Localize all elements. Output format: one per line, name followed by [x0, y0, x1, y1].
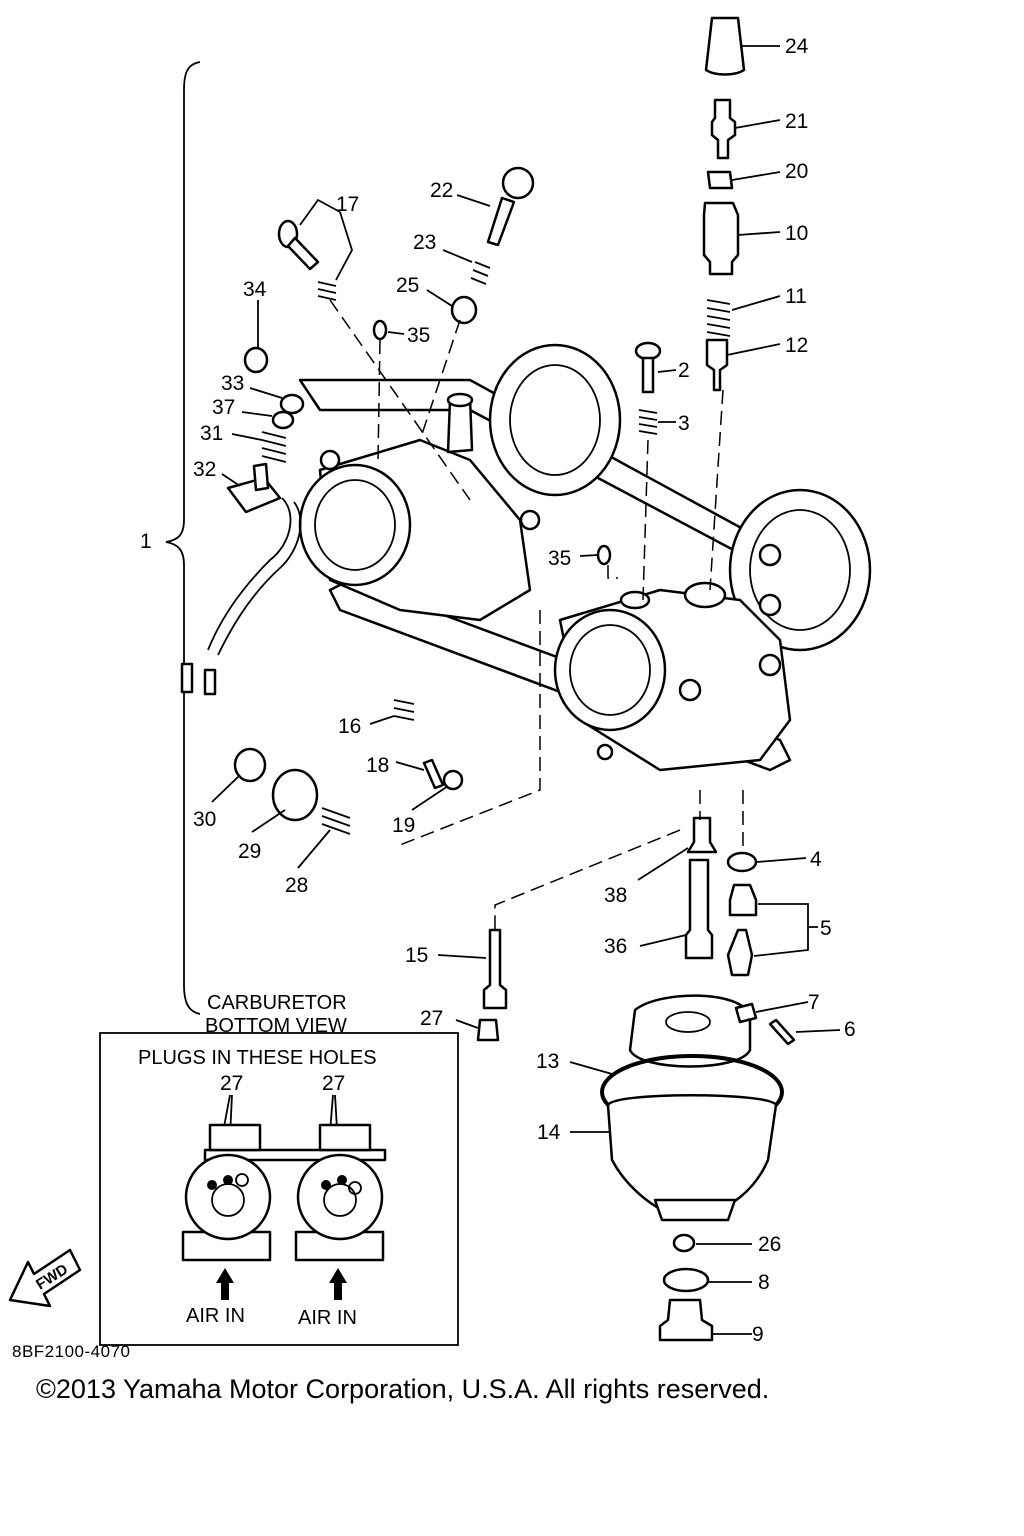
callout-2: 2	[678, 359, 690, 382]
parts	[180, 16, 796, 1342]
callout-29: 29	[238, 840, 261, 863]
callout-5: 5	[820, 917, 832, 940]
callout-12: 12	[785, 334, 808, 357]
copyright-notice: ©2013 Yamaha Motor Corporation, U.S.A. A…	[36, 1374, 770, 1404]
callout-33: 33	[221, 372, 244, 395]
bottom-view-inset: CARBURETOR BOTTOM VIEW PLUGS IN THESE HO…	[99, 992, 459, 1346]
callout-14: 14	[537, 1121, 561, 1144]
callout-1: 1	[140, 530, 152, 553]
callout-6: 6	[844, 1018, 856, 1041]
callout-19: 19	[392, 814, 415, 837]
air-in-arrow-left	[216, 1268, 234, 1300]
callout-21: 21	[785, 110, 808, 133]
callout-35-top: 35	[407, 324, 430, 347]
fwd-arrow-icon: FWD	[8, 1248, 82, 1308]
air-in-right: AIR IN	[298, 1307, 357, 1329]
callout-11: 11	[785, 285, 807, 308]
callout-9: 9	[752, 1323, 764, 1346]
bottom-view-title-2: BOTTOM VIEW	[205, 1015, 347, 1037]
callout-31: 31	[200, 422, 223, 445]
plug-ref-left: 27	[220, 1072, 243, 1095]
callout-36: 36	[604, 935, 627, 958]
callout-27: 27	[420, 1007, 443, 1030]
callout-18: 18	[366, 754, 389, 777]
callout-13: 13	[536, 1050, 559, 1073]
callout-34: 34	[243, 278, 267, 301]
callout-8: 8	[758, 1271, 770, 1294]
air-in-left: AIR IN	[186, 1305, 245, 1327]
callout-30: 30	[193, 808, 216, 831]
callout-32: 32	[193, 458, 216, 481]
callout-17: 17	[336, 193, 359, 216]
callout-28: 28	[285, 874, 308, 897]
callout-37: 37	[212, 396, 235, 419]
air-in-arrow-right	[329, 1268, 347, 1300]
document-code: 8BF2100-4070	[12, 1342, 131, 1361]
callout-22: 22	[430, 179, 453, 202]
assembly-brace	[165, 61, 201, 1015]
callout-7: 7	[808, 991, 820, 1014]
callout-23: 23	[413, 231, 436, 254]
callout-numbers: 24 21 20 10 11 12 2 3 22 17 23 25 34 35 …	[140, 35, 856, 1346]
callout-10: 10	[785, 222, 808, 245]
bottom-view-right-bowl	[296, 1153, 384, 1241]
assembly-guides	[329, 299, 744, 930]
carburetor-body	[298, 343, 872, 772]
plugs-label: PLUGS IN THESE HOLES	[138, 1047, 377, 1069]
callout-38: 38	[604, 884, 627, 907]
bottom-view-left-bowl	[184, 1153, 272, 1241]
callout-3: 3	[678, 412, 690, 435]
bottom-view-box	[99, 1032, 459, 1346]
callout-35-mid: 35	[548, 547, 571, 570]
bottom-view-title-1: CARBURETOR	[207, 992, 347, 1014]
callout-4: 4	[810, 848, 822, 871]
leader-lines	[211, 45, 841, 1335]
callout-16: 16	[338, 715, 361, 738]
plug-ref-right: 27	[322, 1072, 345, 1095]
callout-24: 24	[785, 35, 809, 58]
callout-15: 15	[405, 944, 428, 967]
callout-25: 25	[396, 274, 419, 297]
callout-26: 26	[758, 1233, 781, 1256]
callout-20: 20	[785, 160, 808, 183]
